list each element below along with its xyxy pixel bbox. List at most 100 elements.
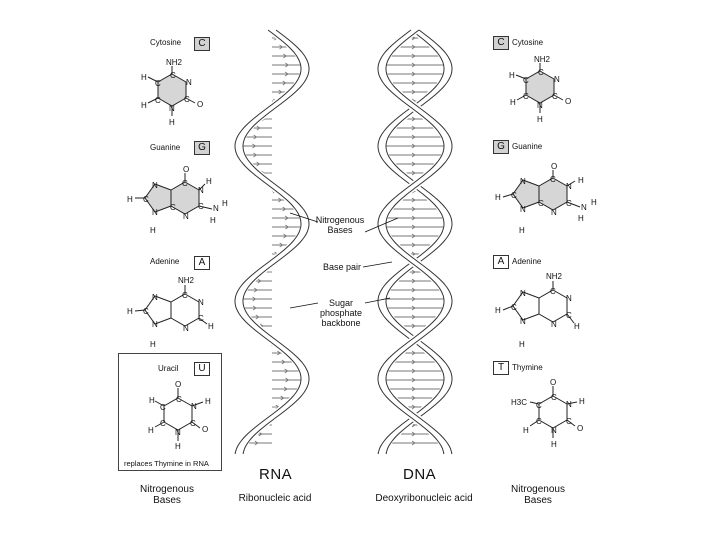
atom-n: N [537,101,543,110]
atom-c: C [551,393,557,402]
atom-n: N [198,298,204,307]
atom-c: C [160,419,166,428]
atom-h: H [510,98,516,107]
atom-h: H [141,101,147,110]
atom-n: N [566,182,572,191]
atom-c: C [176,395,182,404]
base-arrowhead [411,215,416,221]
adenine-label-left: Adenine [150,257,180,266]
atom-nh2: NH2 [534,55,551,64]
base-arrowhead [282,206,287,212]
atom-n: N [566,400,572,409]
base-arrowhead [411,377,416,383]
backbone-ribbon-fill [377,26,453,455]
base-arrowhead [253,134,258,140]
rna-helix [234,26,310,455]
base-arrowhead [284,71,289,77]
atom-n: N [520,289,526,298]
atom-n: N [152,293,158,302]
base-arrowhead [411,116,416,122]
atom-h: H [578,176,584,185]
base-arrowhead [285,377,290,383]
atom-c: C [184,95,190,104]
atom-c: C [182,179,188,188]
atom-n: N [183,324,189,333]
annotation-backbone: Sugar phosphate backbone [319,298,363,328]
thymine-letter-box: T [493,361,509,375]
backbone-ribbon-fill [234,26,310,455]
atom-c: C [566,199,572,208]
base-arrowhead [411,242,416,248]
dna-helix [377,26,453,455]
atom-h: H [523,426,529,435]
base-arrowhead [411,251,416,257]
uracil-label: Uracil [158,364,179,373]
atom-h: H [537,115,543,124]
base-arrowhead [411,62,416,68]
atom-c: C [523,92,529,101]
atom-h3c: H3C [511,398,528,407]
dna-title: DNA [403,466,437,483]
guanine-label-left: Guanine [150,143,181,152]
atom-h: H [148,426,154,435]
base-arrowhead [411,152,416,158]
atom-o: O [551,162,558,171]
thymine-label: Thymine [512,363,543,372]
base-arrowhead [411,386,416,392]
base-arrowhead [411,323,416,329]
uracil-note: replaces Thymine in RNA [124,459,209,468]
base-arrowhead [411,350,416,356]
base-arrowhead [280,395,285,401]
atom-c: C [143,307,149,316]
atom-n: N [169,104,175,113]
atom-nh2: NH2 [166,58,183,67]
atom-h: H [208,322,214,331]
atom-c: C [198,202,204,211]
adenine-letter-box-right: A [493,255,509,269]
base-arrowhead [411,134,416,140]
atom-n: N [520,317,526,326]
footer-nitrogenous-bases-left: Nitrogenous Bases [140,484,194,506]
base-arrowhead [411,71,416,77]
atom-nh2: NH2 [546,272,563,281]
base-arrowhead [411,161,416,167]
base-arrowhead [411,395,416,401]
atom-c: C [160,403,166,412]
molecule-structures [134,63,581,441]
base-arrowhead [285,224,290,230]
atom-o: O [183,165,190,174]
atom-o: O [202,425,209,434]
base-arrowhead [411,89,416,95]
base-arrowhead [255,314,260,320]
backbone-ribbon-edge [242,29,310,455]
atom-h: H [175,442,181,451]
atom-o: O [175,380,182,389]
base-arrowhead [278,89,283,95]
atom-c: C [155,79,161,88]
annotation-leaders [289,212,399,309]
atom-o: O [565,97,572,106]
atom-h: H [222,199,228,208]
base-arrowhead [411,305,416,311]
atom-c: C [511,191,517,200]
atom-c: C [155,96,161,105]
guanine-letter-box-left: G [194,141,210,155]
atom-c: C [536,401,542,410]
atom-h: H [141,73,147,82]
atom-n: N [520,205,526,214]
backbone-ribbon-edge [234,29,302,455]
base-arrowhead [252,296,257,302]
atom-n: N [581,203,587,212]
base-arrowhead [257,278,262,284]
base-arrowhead [411,206,416,212]
atom-h: H [579,397,585,406]
atom-n: N [191,402,197,411]
base-arrowhead [281,359,286,365]
atom-n: N [551,426,557,435]
adenine-letter-box-left: A [194,256,210,270]
atom-o: O [550,378,557,387]
guanine-five-ring-right [512,179,540,209]
atom-h: H [206,177,212,186]
base-arrowhead [252,305,257,311]
